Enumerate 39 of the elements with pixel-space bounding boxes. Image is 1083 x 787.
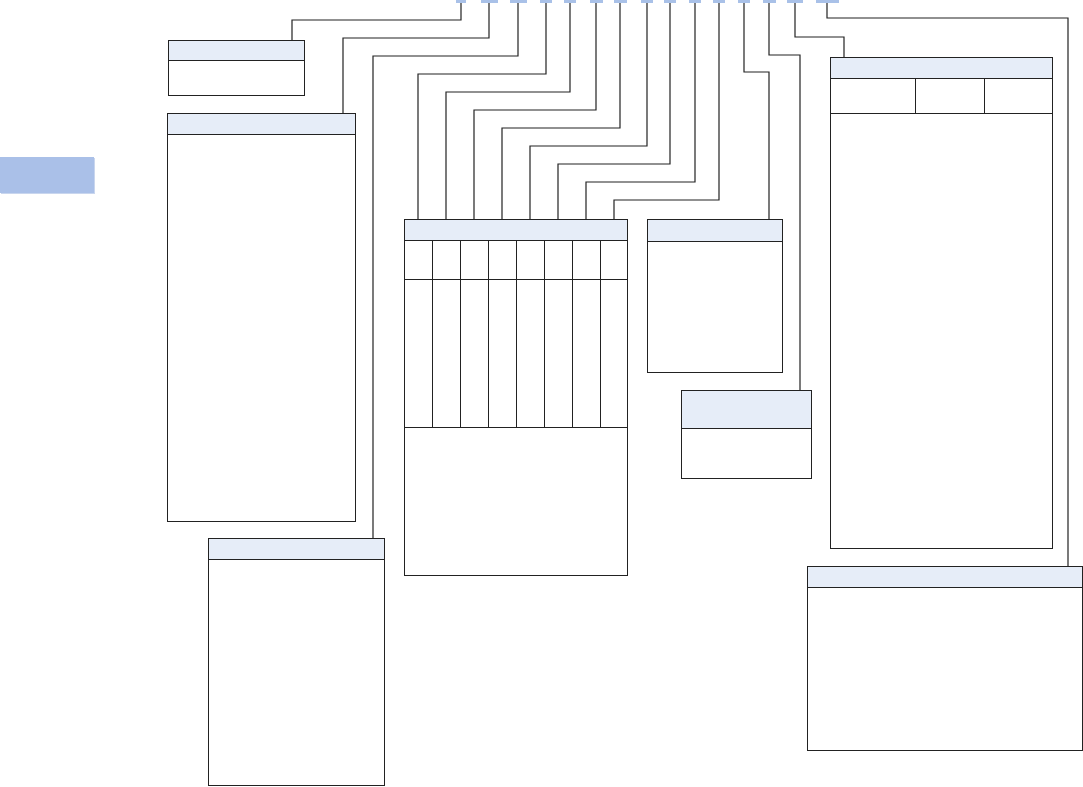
highlight-block xyxy=(0,157,94,193)
connector-pin xyxy=(787,0,803,3)
connector-pin xyxy=(738,0,750,3)
connector-pin xyxy=(456,0,466,3)
connector-pin xyxy=(589,0,603,3)
connector-line xyxy=(372,2,519,539)
connector-line xyxy=(529,2,648,220)
connector-line xyxy=(613,2,720,220)
connector-line xyxy=(794,2,845,58)
connector-line xyxy=(501,2,621,220)
connector-pin xyxy=(509,0,527,3)
table-box xyxy=(208,538,385,786)
connector-line xyxy=(445,2,571,220)
connector-pin xyxy=(689,0,701,3)
connector-line xyxy=(342,2,490,114)
connector-pin xyxy=(664,0,676,3)
connector-line xyxy=(743,2,770,220)
connector-pin xyxy=(540,0,552,3)
connector-line xyxy=(585,2,696,220)
connector-line xyxy=(768,2,801,391)
table-box xyxy=(168,40,305,96)
connector-line xyxy=(417,2,547,220)
connector-pin xyxy=(713,0,725,3)
connector-pin xyxy=(641,0,653,3)
connector-pin xyxy=(815,0,839,3)
connector-line xyxy=(557,2,671,220)
connector-pin xyxy=(480,0,498,3)
connector-line xyxy=(473,2,597,220)
table-box xyxy=(681,390,812,479)
connector-line xyxy=(291,2,462,41)
connector-pin xyxy=(762,0,776,3)
table-box xyxy=(647,219,783,373)
connector-pin xyxy=(613,0,627,3)
table-box xyxy=(167,113,356,522)
table-box xyxy=(807,566,1083,751)
table-box xyxy=(404,219,628,576)
connector-line xyxy=(826,2,1069,567)
table-box xyxy=(830,57,1053,549)
connector-pin xyxy=(564,0,576,3)
